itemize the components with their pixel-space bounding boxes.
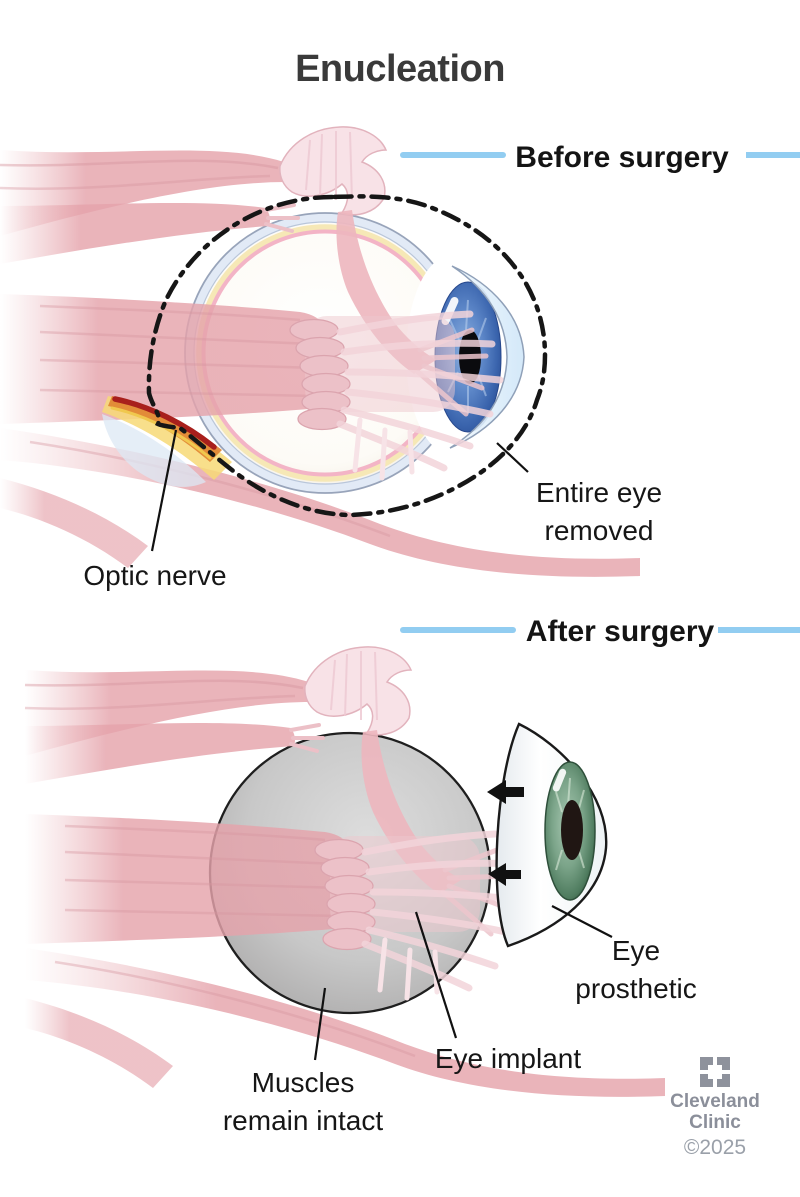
- arrow-left-icon: [487, 780, 524, 804]
- eye-prosthetic-label: Eye prosthetic: [575, 935, 697, 1004]
- copyright-text: ©2025: [683, 1136, 747, 1159]
- arrow-left-icon: [488, 863, 521, 886]
- removal-dashed-outline: [146, 194, 548, 518]
- after-header-line-right: [718, 627, 800, 633]
- implant-leader-line: [414, 911, 458, 1039]
- optic-nerve-leader-line: [150, 429, 178, 552]
- after-header-line-left: [400, 627, 516, 633]
- eye-prosthetic-shell: [495, 722, 608, 948]
- entire-eye-leader-line: [496, 442, 529, 473]
- before-header-line-right: [746, 152, 800, 158]
- page-title: Enucleation: [295, 48, 505, 90]
- cleveland-clinic-logo-icon: [700, 1057, 730, 1087]
- after-illustration: [25, 627, 800, 1097]
- muscles-leader-line: [313, 987, 327, 1061]
- optic-nerve-label: Optic nerve: [83, 560, 227, 591]
- optic-nerve: [102, 396, 232, 487]
- after-surgery-header: After surgery: [525, 615, 715, 648]
- muscles-remain-intact-label: Muscles remain intact: [222, 1067, 384, 1136]
- eye-implant-label: Eye implant: [434, 1043, 582, 1074]
- prosthetic-leader-line: [551, 905, 613, 938]
- before-surgery-header: Before surgery: [515, 141, 729, 174]
- prosthetic-pupil: [561, 800, 583, 860]
- before-illustration: [0, 127, 800, 577]
- before-header-line-left: [400, 152, 506, 158]
- entire-eye-removed-label: Entire eye removed: [535, 477, 663, 546]
- cornea: [449, 265, 525, 449]
- cleveland-clinic-wordmark: Cleveland Clinic: [670, 1091, 760, 1134]
